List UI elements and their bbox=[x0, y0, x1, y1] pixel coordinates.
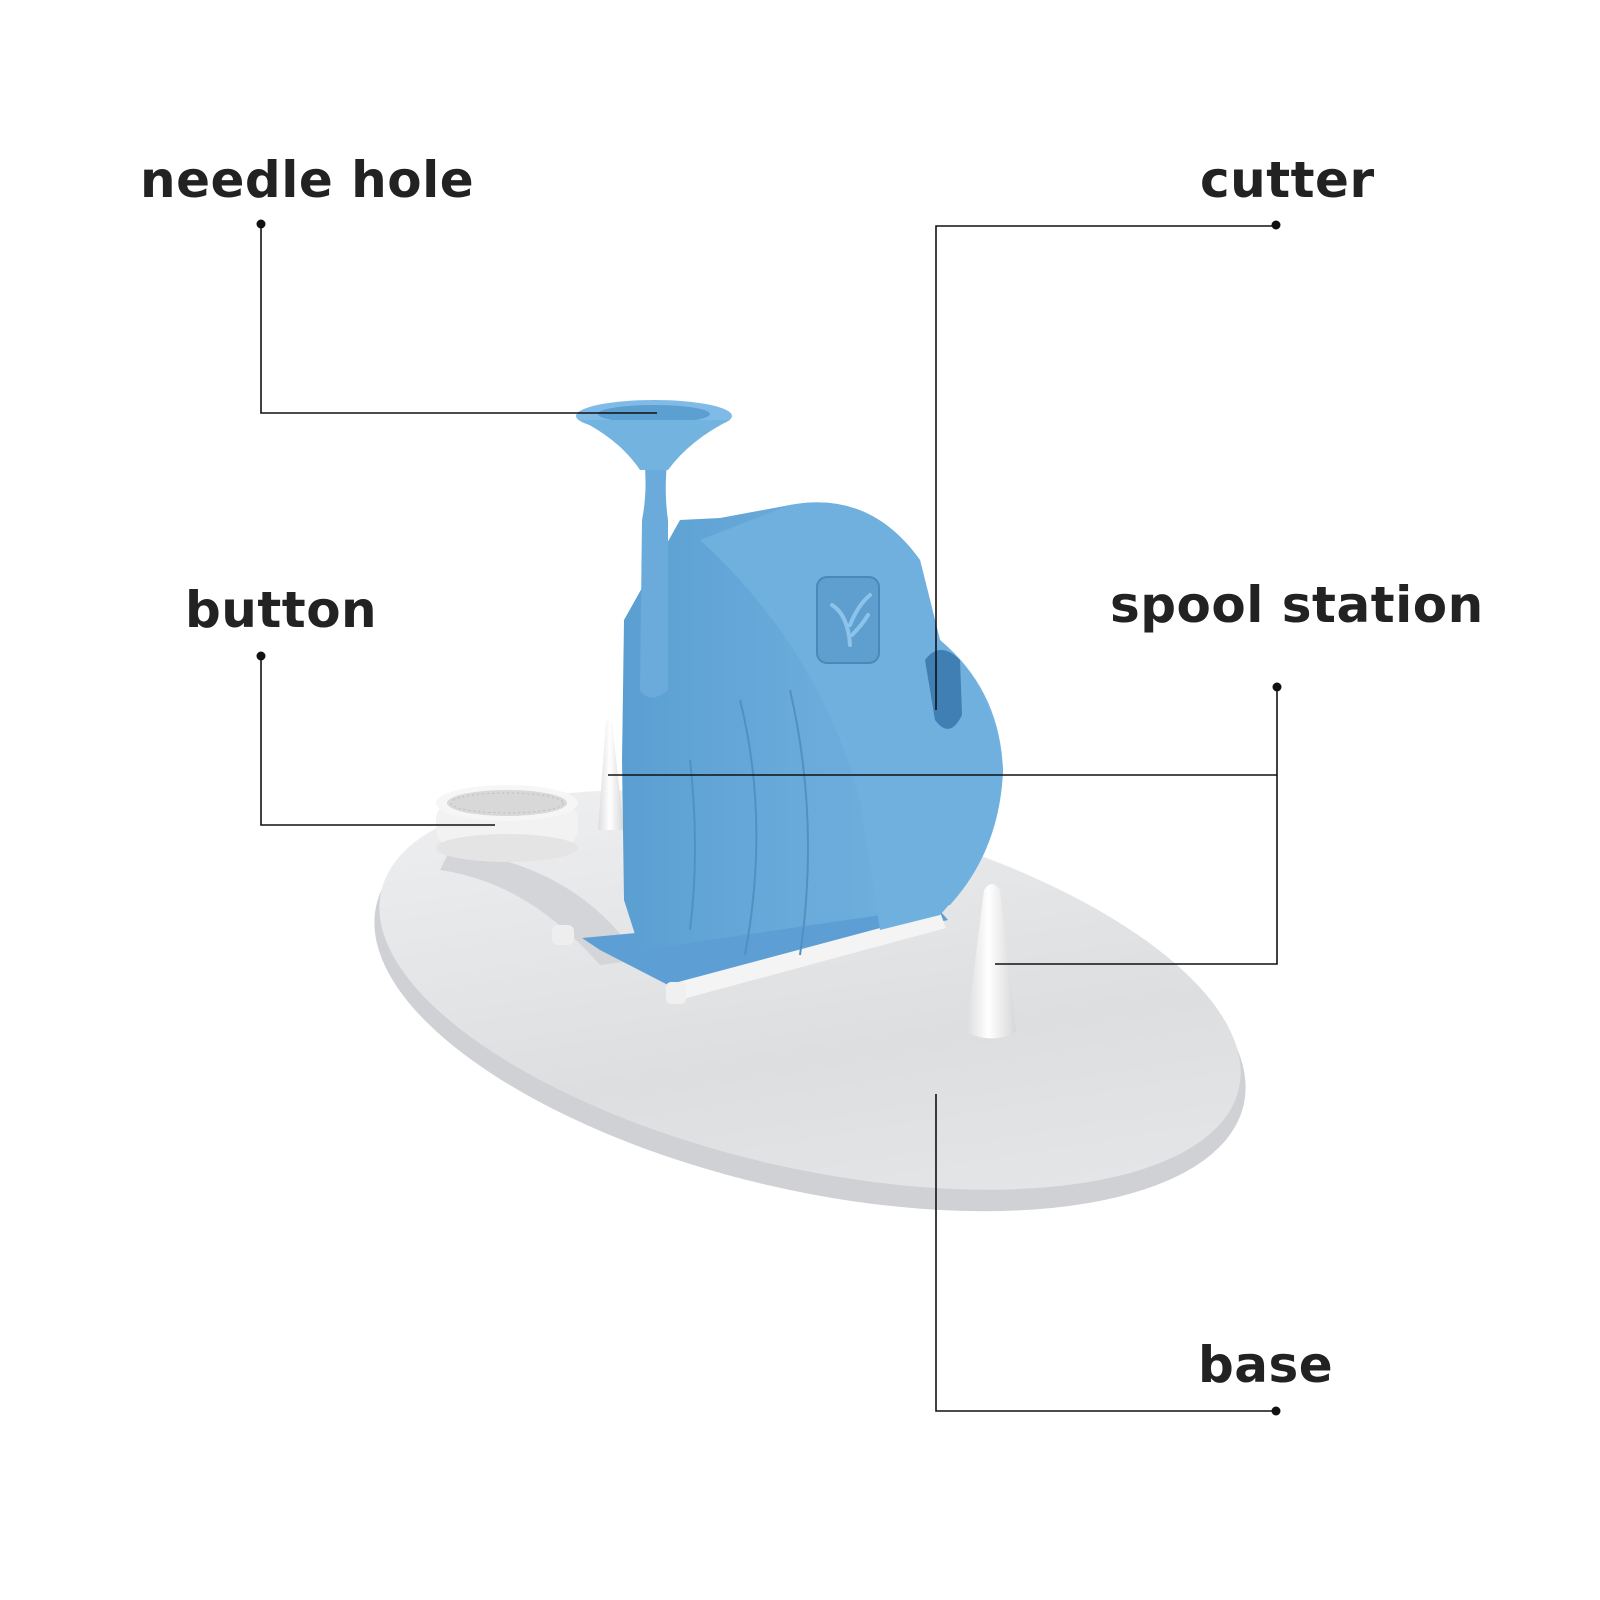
callout-spool-station-line bbox=[995, 687, 1278, 965]
label-spool-station: spool station bbox=[1110, 576, 1484, 634]
spool-cone-back bbox=[598, 718, 624, 830]
callout-dot-spool-station bbox=[1272, 682, 1282, 692]
label-cutter: cutter bbox=[1200, 151, 1375, 209]
callout-dot-base bbox=[1271, 1406, 1281, 1416]
threader-body bbox=[622, 502, 1003, 956]
spool-cone-front bbox=[966, 884, 1016, 1039]
callout-dot-cutter bbox=[1271, 220, 1281, 230]
callout-cutter-line bbox=[935, 225, 1276, 710]
label-button: button bbox=[185, 581, 378, 639]
label-needle-hole: needle hole bbox=[140, 151, 475, 209]
callout-needle-hole-line bbox=[260, 224, 657, 414]
callout-dot-button bbox=[256, 651, 266, 661]
label-base: base bbox=[1198, 1336, 1334, 1394]
button-part bbox=[436, 785, 578, 862]
needle-hole-funnel bbox=[576, 400, 732, 698]
callout-base-line bbox=[935, 1094, 1276, 1412]
callout-dot-needle-hole bbox=[256, 219, 266, 229]
base-part bbox=[374, 790, 1246, 1212]
foot-plate bbox=[582, 905, 948, 1004]
callout-button-line bbox=[260, 656, 495, 826]
